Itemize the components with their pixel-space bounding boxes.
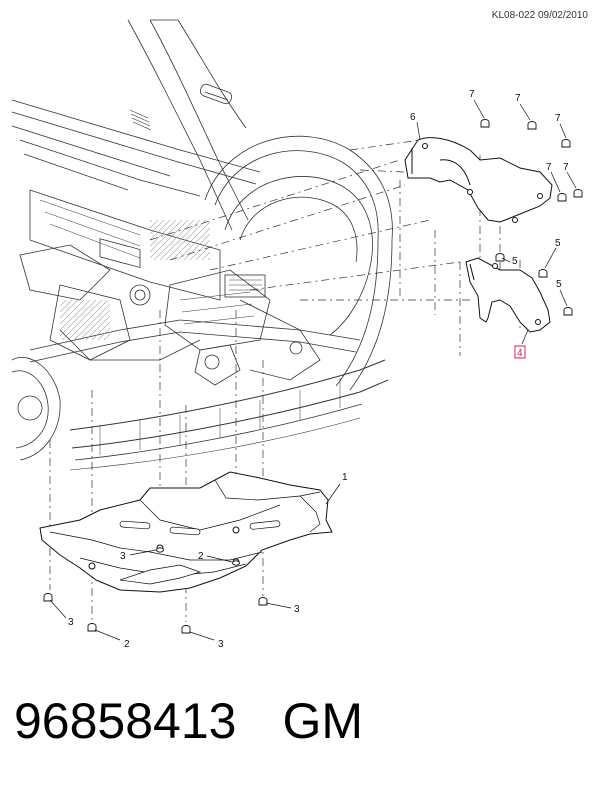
- fastener-7d: [557, 193, 567, 202]
- callout-4-highlight: 4: [514, 345, 526, 359]
- alignment-lines: [49, 139, 521, 622]
- callout-labels: 7 7 7 7 7 6 5 5 5 4 1 3 2 3 2 3 3: [68, 89, 569, 650]
- callout-2-a: 2: [198, 551, 204, 562]
- callout-7-b: 7: [515, 93, 521, 104]
- callout-7-d: 7: [546, 162, 552, 173]
- callout-7-e: 7: [563, 162, 569, 173]
- part-number: 96858413: [14, 693, 237, 749]
- drawing-code: KL08-022 09/02/2010: [491, 10, 588, 21]
- callout-6: 6: [410, 112, 416, 123]
- callout-5-b: 5: [555, 238, 561, 249]
- callout-7-c: 7: [555, 113, 561, 124]
- vehicle-front-structure: [11, 19, 393, 471]
- callout-5-a: 5: [512, 256, 518, 267]
- callout-2-b: 2: [124, 639, 130, 650]
- fastener-3b: [181, 625, 191, 634]
- fastener-5a: [495, 253, 505, 262]
- brand-name: GM: [282, 693, 364, 749]
- part-number-footer: 96858413 GM: [14, 692, 363, 750]
- callout-3-b: 3: [68, 617, 74, 628]
- leader-lines: [49, 99, 577, 641]
- upper-splash-shield-part-6: [404, 137, 553, 223]
- fastener-3c: [258, 597, 268, 606]
- callout-3-a: 3: [120, 551, 126, 562]
- fastener-5c: [563, 307, 573, 316]
- fastener-7b: [527, 121, 537, 130]
- engine-undercover-part-1: [39, 471, 333, 593]
- fastener-2b: [232, 560, 240, 566]
- fastener-7c: [561, 139, 571, 148]
- callout-1: 1: [342, 472, 348, 483]
- callout-3-d: 3: [294, 604, 300, 615]
- fastener-3a: [43, 593, 53, 602]
- fastener-5b: [538, 269, 548, 278]
- fastener-3d: [156, 547, 164, 553]
- fastener-2a: [87, 623, 97, 632]
- fastener-7e: [573, 189, 583, 198]
- callout-4: 4: [517, 348, 523, 359]
- fastener-7a: [480, 119, 490, 128]
- fasteners: [43, 119, 583, 634]
- callout-5-c: 5: [556, 279, 562, 290]
- callout-7-a: 7: [469, 89, 475, 100]
- lower-splash-shield-part-4: [465, 257, 551, 333]
- callout-3-c: 3: [218, 639, 224, 650]
